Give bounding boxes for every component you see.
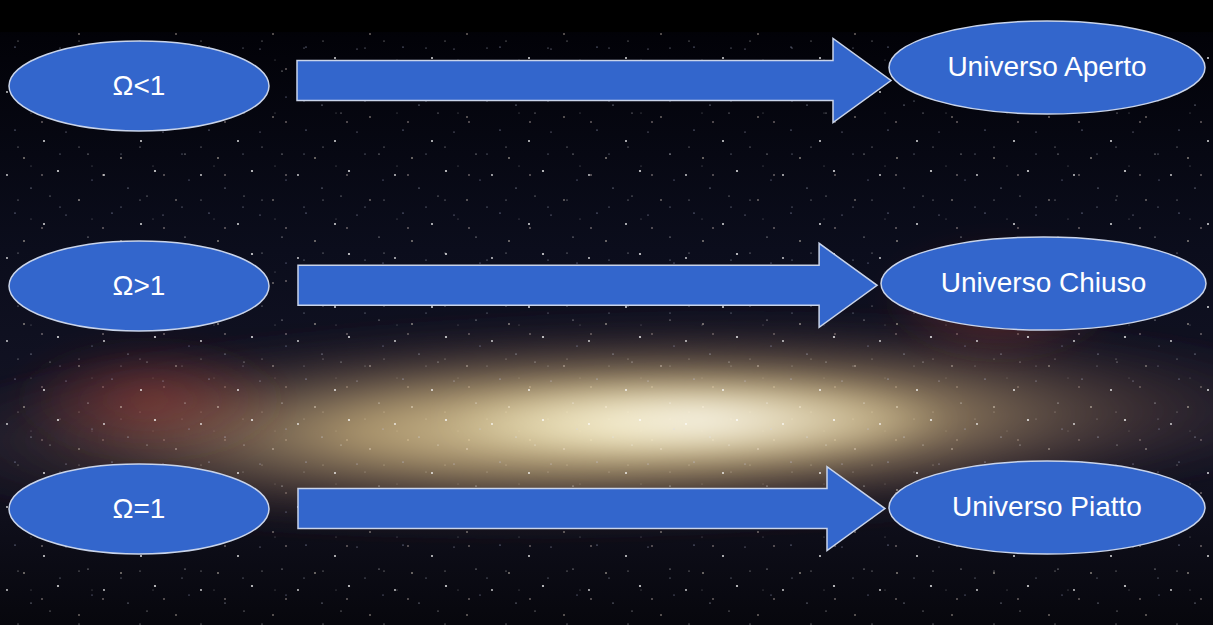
ellipse-node: Universo Chiuso [880,236,1207,331]
ellipse-node: Ω=1 [8,463,270,555]
node-label: Universo Chiuso [931,267,1156,299]
node-label: Universo Piatto [942,491,1152,523]
ellipse-fill [889,461,1205,554]
ellipse-fill [889,21,1205,114]
node-label: Universo Aperto [937,51,1156,83]
block-arrow [298,467,885,551]
ellipse-node: Ω>1 [8,240,270,332]
ellipse-node: Universo Piatto [888,460,1206,555]
ellipse-node: Universo Aperto [888,20,1206,115]
node-label: Ω>1 [103,270,176,302]
block-arrow [297,39,891,123]
ellipse-fill [9,464,269,554]
node-label: Ω=1 [103,493,176,525]
ellipse-fill [9,41,269,131]
ellipse-node: Ω<1 [8,40,270,132]
ellipse-fill [9,241,269,331]
node-label: Ω<1 [103,70,176,102]
ellipse-fill [881,237,1206,330]
block-arrow [298,243,877,327]
